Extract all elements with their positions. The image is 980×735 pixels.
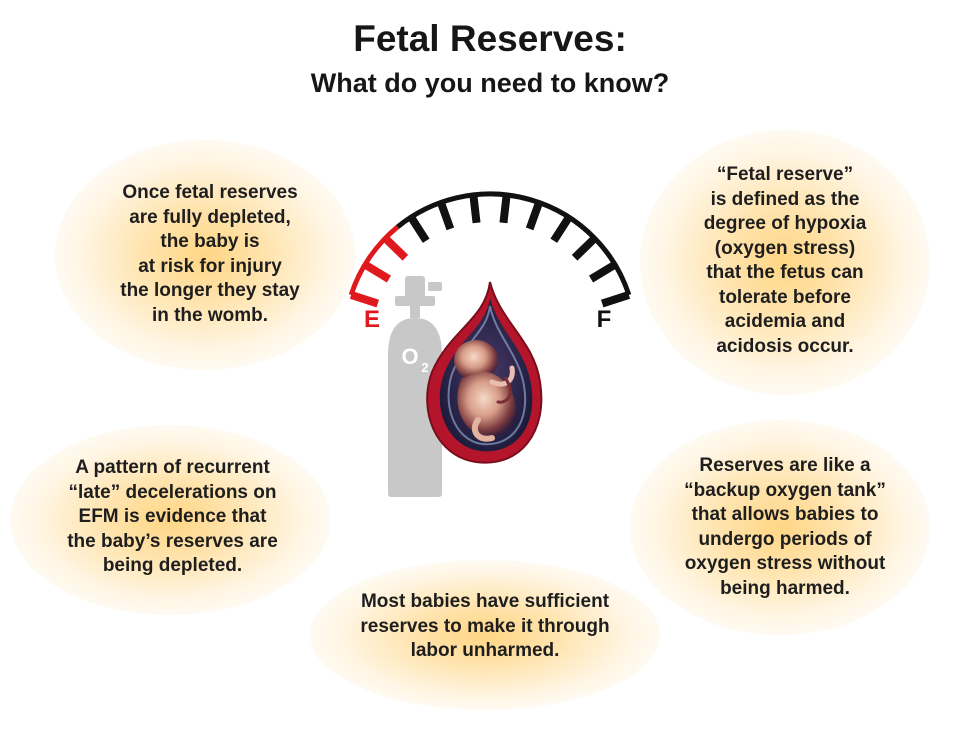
callout-glow-top-left <box>55 140 355 370</box>
callout-glow-top-right <box>640 130 930 395</box>
callout-mid-left: A pattern of recurrent “late” decelerati… <box>67 457 278 576</box>
gauge-tick <box>525 201 543 231</box>
gauge-tick <box>382 235 409 261</box>
gauge-tick <box>437 201 455 231</box>
gauge-ticks <box>348 191 632 308</box>
callout-glow-bottom <box>310 560 660 710</box>
callout-glow-mid-right <box>630 420 930 635</box>
page-subtitle: What do you need to know? <box>310 68 670 98</box>
gauge-tick <box>349 291 380 308</box>
gauge-tick <box>499 194 511 224</box>
gauge-tick <box>407 215 430 243</box>
gauge-tick <box>600 291 631 308</box>
page-title: Fetal Reserves: <box>353 18 627 59</box>
callout-mid-right: Reserves are like a “backup oxygen tank”… <box>684 455 886 599</box>
gauge-tick <box>550 215 573 243</box>
tank-o2-subscript: 2 <box>421 360 428 375</box>
gauge-red-zone-arc <box>348 225 400 296</box>
gauge-tick <box>362 261 392 283</box>
gauge-tick <box>588 261 618 283</box>
callout-top-left: Once fetal reserves are fully depleted, … <box>120 182 300 326</box>
gauge-outer-arc <box>395 191 632 296</box>
gauge-tick <box>469 194 481 224</box>
callout-bottom: Most babies have sufficient reserves to … <box>360 591 610 661</box>
tank-o2-label: O <box>401 344 418 369</box>
gauge-full-label: F <box>597 306 612 333</box>
callout-top-right: “Fetal reserve” is defined as the degree… <box>703 164 867 357</box>
womb-fetus-icon <box>426 281 543 464</box>
gauge-tick <box>571 235 598 261</box>
gauge-empty-label: E <box>364 306 380 333</box>
oxygen-tank-icon <box>388 276 442 497</box>
callout-glow-mid-left <box>10 425 330 615</box>
